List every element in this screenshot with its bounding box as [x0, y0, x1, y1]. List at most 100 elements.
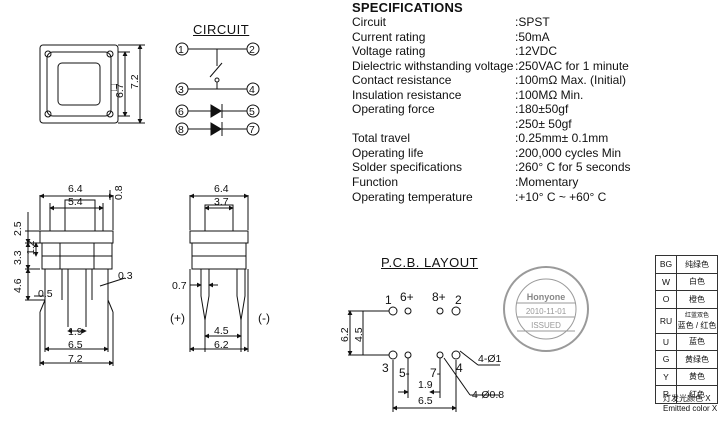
spec-value: :250VAC for 1 minute	[515, 59, 629, 73]
pcb-label-8-plus: 8+	[432, 290, 446, 304]
spec-value: :100MΩ Min.	[515, 88, 584, 102]
stamp-date: 2010-11-01	[526, 307, 567, 316]
spec-value: :250± 50gf	[515, 117, 572, 131]
color-name: 橙色	[676, 290, 718, 309]
spec-label: Circuit	[352, 15, 387, 29]
pcb-label-3: 3	[382, 361, 389, 375]
pcb-dim-6-5: 6.5	[418, 395, 433, 407]
emitted-color-note-en: Emitted color X	[663, 404, 718, 413]
pcb-label-1: 1	[385, 293, 392, 307]
pcb-dim-6-2: 6.2	[339, 327, 351, 342]
pcb-dim-4-5: 4.5	[353, 327, 365, 342]
pcb-label-6-plus: 6+	[400, 290, 414, 304]
pcb-layout-title: P.C.B. LAYOUT	[381, 255, 479, 270]
pcb-label-4: 4	[456, 361, 463, 375]
spec-label: Dielectric withstanding voltage	[352, 59, 514, 73]
top-view-drawing	[39, 44, 145, 124]
color-side-note: 红蓝双色	[684, 312, 709, 319]
emitted-color-note: 灯发光颜色 X Emitted color X	[663, 394, 717, 414]
color-name: 蓝色	[676, 332, 718, 351]
front-dim-0-5: 0.5	[38, 288, 53, 300]
spec-label: Function	[352, 175, 399, 189]
circuit-pin-1: 1	[178, 44, 184, 56]
color-code: W	[655, 272, 677, 291]
front-dim-4-6: 4.6	[12, 278, 24, 293]
spec-label: Operating life	[352, 146, 424, 160]
spec-value: :+10° C ~ +60° C	[515, 190, 607, 204]
spec-value: :260° C for 5 seconds	[515, 160, 631, 174]
front-dim-3-3: 3.3	[12, 250, 24, 265]
diameter-mark: □	[108, 84, 120, 91]
front-dim-5-4: 5.4	[68, 196, 83, 208]
color-name-text: 蓝色 / 红色	[677, 320, 717, 330]
spec-label: Total travel	[352, 131, 411, 145]
circuit-pin-2: 2	[249, 44, 255, 56]
specifications-title: SPECIFICATIONS	[352, 0, 463, 15]
plus-terminal-label: (+)	[170, 311, 185, 325]
top-dim-width: 6.7	[114, 83, 126, 98]
front-dim-1-2: 1.2	[25, 240, 37, 255]
spec-label: Insulation resistance	[352, 88, 462, 102]
spec-value: :0.25mm± 0.1mm	[515, 131, 609, 145]
pcb-layout-drawing	[347, 306, 500, 412]
front-dim-0-3: 0.3	[118, 270, 133, 282]
side-dim-0-7: 0.7	[172, 280, 187, 292]
spec-value: :12VDC	[515, 44, 558, 58]
approval-stamp: Honyone 2010-11-01 ISSUED	[503, 266, 589, 352]
color-name: 红蓝双色蓝色 / 红色	[676, 307, 718, 334]
color-code: R	[655, 385, 677, 404]
color-code: BG	[655, 255, 677, 274]
front-dim-6-4: 6.4	[68, 183, 83, 195]
spec-value: :Momentary	[515, 175, 579, 189]
front-dim-2-5: 2.5	[12, 221, 24, 236]
pcb-hole-large-label: 4-Ø0.8	[472, 389, 504, 401]
front-dim-0-8: 0.8	[113, 185, 125, 200]
circuit-pin-8: 8	[178, 124, 184, 136]
spec-label: Solder specifications	[352, 160, 463, 174]
side-dim-3-7: 3.7	[214, 196, 229, 208]
circuit-pin-3: 3	[178, 84, 184, 96]
spec-value: :50mA	[515, 30, 550, 44]
spec-value: :SPST	[515, 15, 550, 29]
spec-label: Current rating	[352, 30, 426, 44]
color-code: O	[655, 290, 677, 309]
front-dim-6-5: 6.5	[68, 339, 83, 351]
color-name: 红色	[676, 385, 718, 404]
minus-terminal-label: (-)	[258, 311, 270, 325]
pcb-label-2: 2	[455, 293, 462, 307]
color-name: 黄色	[676, 367, 718, 386]
side-dim-4-5: 4.5	[214, 325, 229, 337]
spec-label: Contact resistance	[352, 73, 452, 87]
top-dim-height: 7.2	[129, 74, 141, 89]
stamp-name: Honyone	[527, 292, 566, 302]
stamp-status: ISSUED	[531, 321, 561, 330]
pcb-hole-small-label: 4-Ø1	[478, 353, 502, 365]
pcb-label-7-minus: 7-	[430, 366, 441, 380]
circuit-pin-4: 4	[249, 84, 255, 96]
color-code: Y	[655, 367, 677, 386]
spec-label: Operating temperature	[352, 190, 473, 204]
spec-value: :180±50gf	[515, 102, 569, 116]
side-dim-6-2: 6.2	[214, 339, 229, 351]
color-code: U	[655, 332, 677, 351]
circuit-pin-6: 6	[178, 106, 184, 118]
color-code: G	[655, 350, 677, 369]
pcb-label-5-minus: 5-	[399, 366, 410, 380]
color-name: 黄绿色	[676, 350, 718, 369]
color-code: RU	[655, 307, 677, 334]
emitted-color-note-cn: 灯发光颜色 X	[663, 394, 711, 403]
spec-value: :100mΩ Max. (Initial)	[515, 73, 626, 87]
circuit-schematic	[175, 42, 260, 136]
circuit-pin-7: 7	[249, 124, 255, 136]
front-dim-1-9: 1.9	[68, 326, 83, 338]
front-dim-7-2: 7.2	[68, 353, 83, 365]
